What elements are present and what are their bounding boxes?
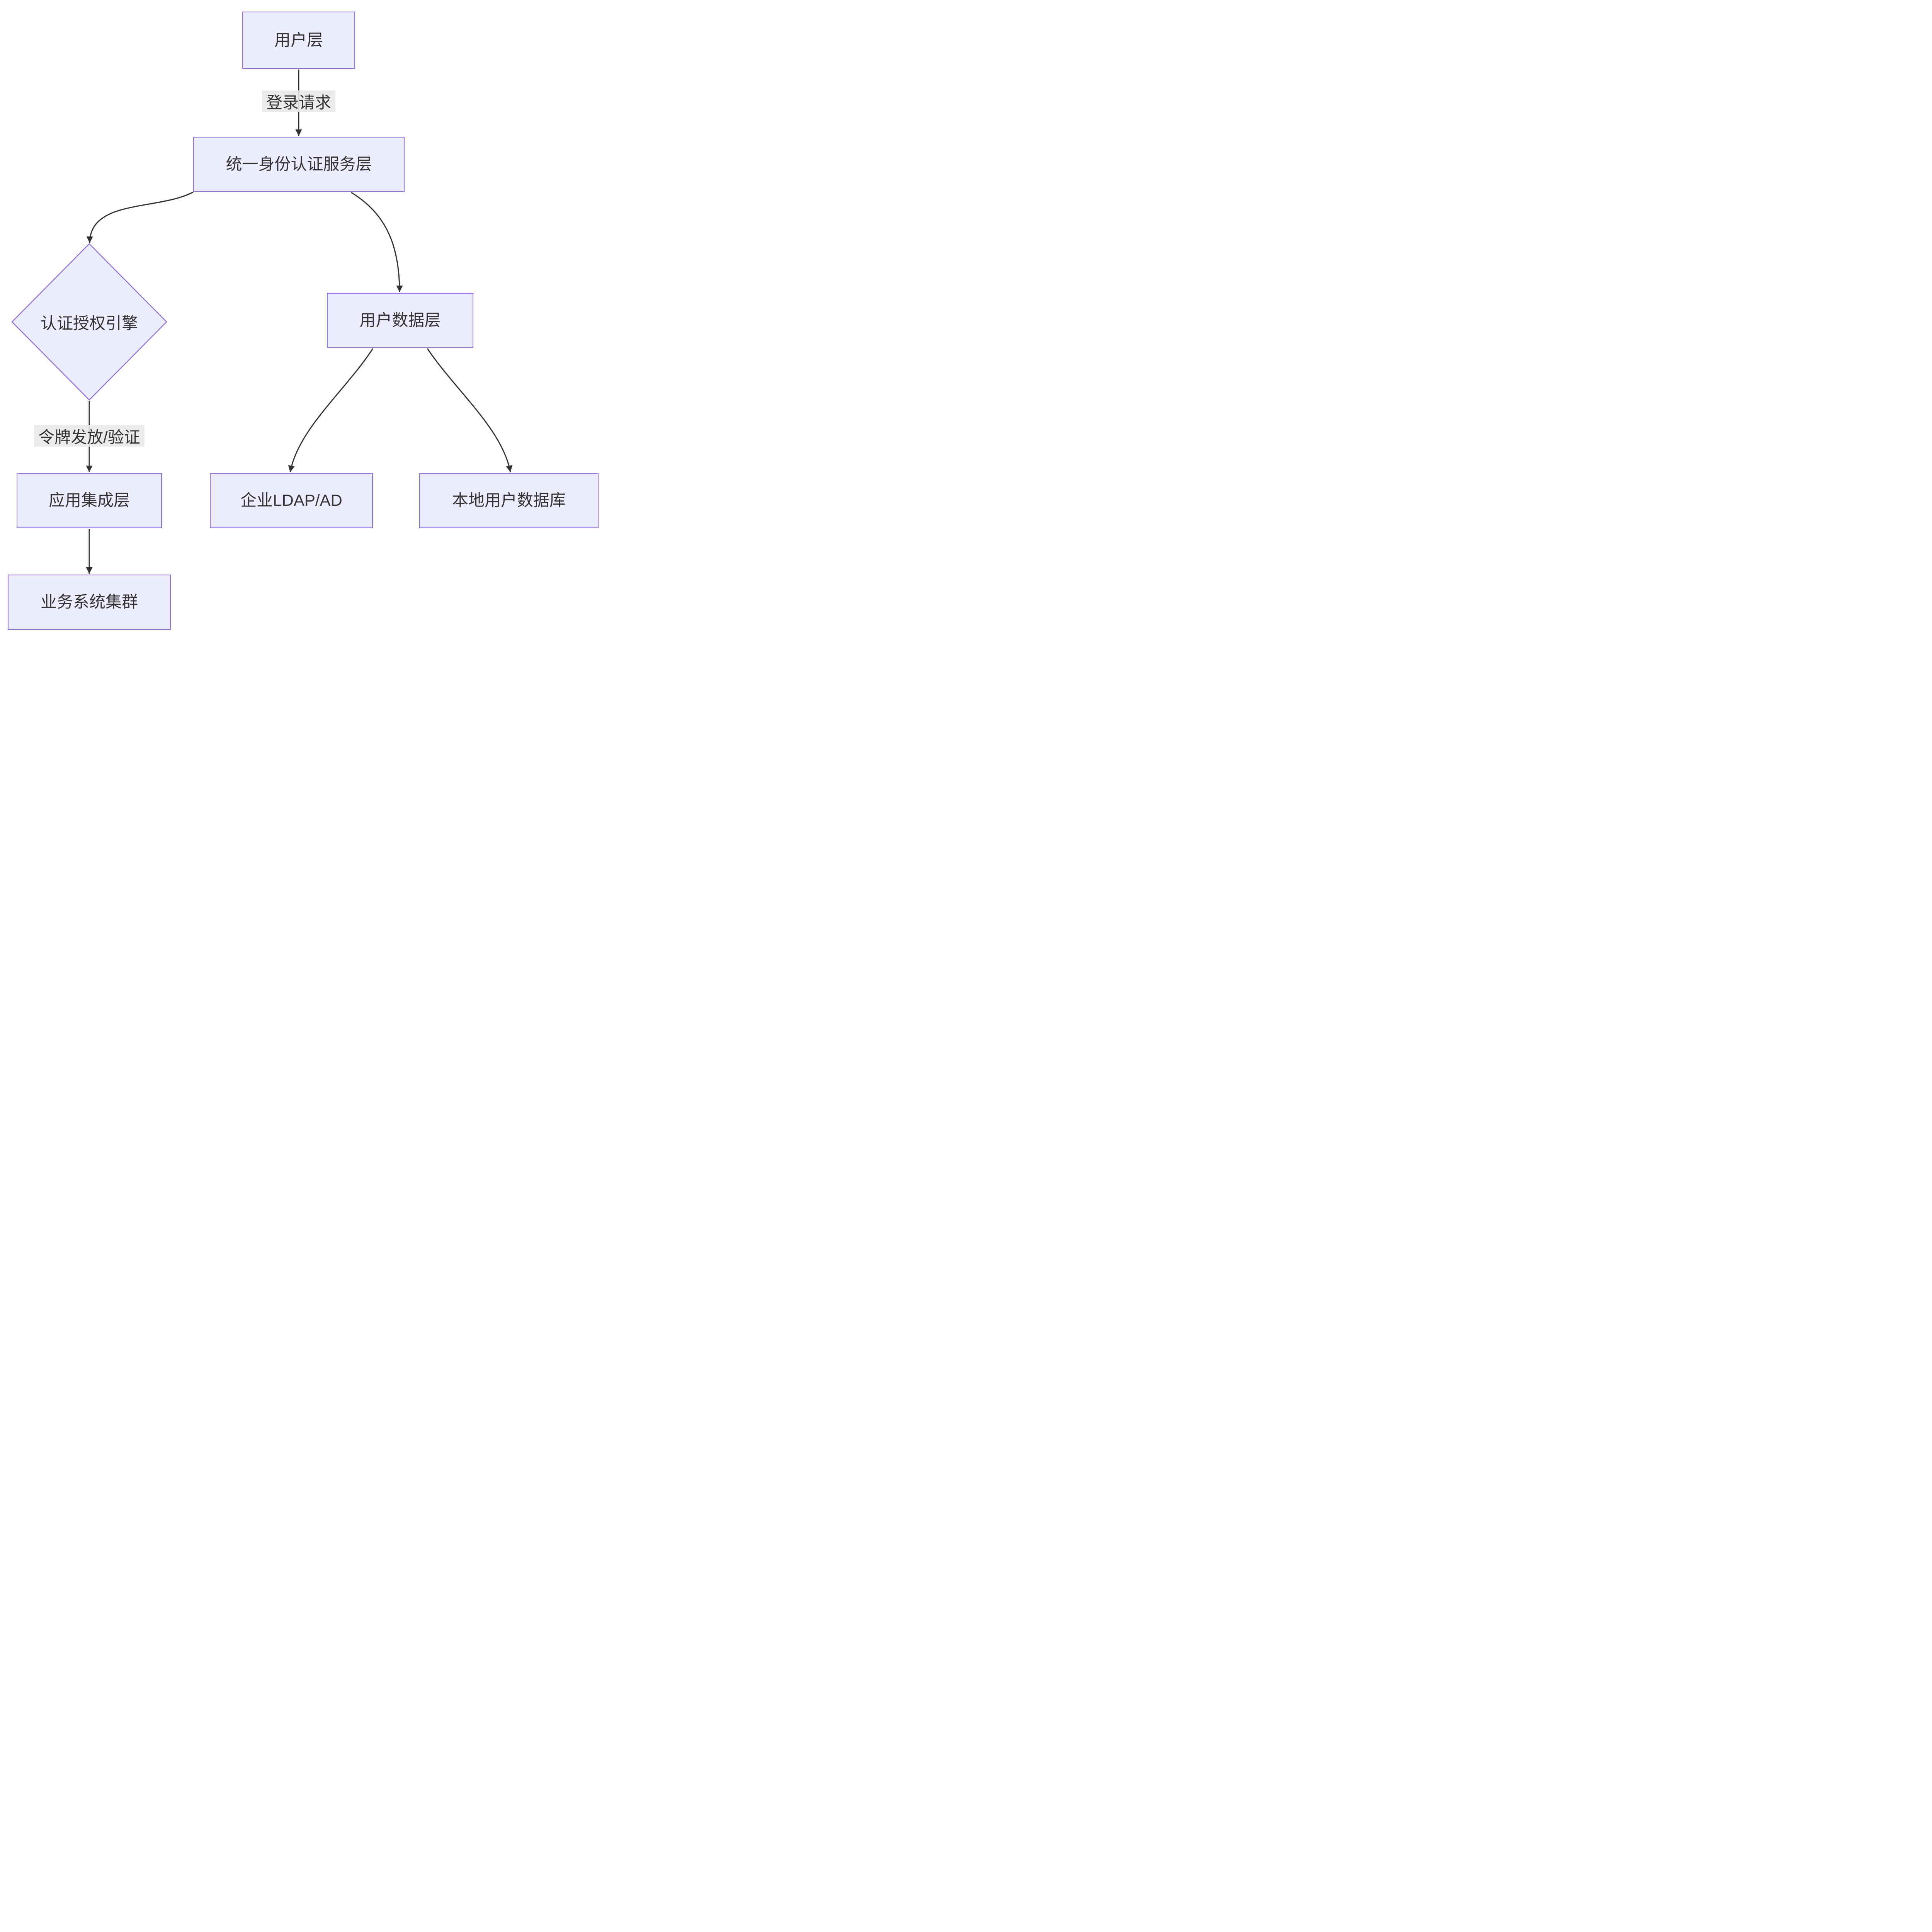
node-app-integration: 应用集成层 [17,473,162,528]
edge-auth-service-to-auth-engine [86,191,194,243]
edge-label-login-request: 登录请求 [262,90,335,112]
edge-user-data-to-local-user-db [427,348,513,473]
edge-label-token-issue-verify: 令牌发放/验证 [34,425,145,447]
auth-engine-diamond [11,243,167,401]
edge-auth-service-to-user-data [351,192,403,293]
flowchart: 用户层 统一身份认证服务层 认证授权引擎 用户数据层 应用集成层 业务系统集群 … [0,0,603,641]
edge-layer [11,70,513,574]
node-business-cluster: 业务系统集群 [8,575,171,630]
node-local-user-db: 本地用户数据库 [419,473,599,528]
edge-user-data-to-enterprise-ldap [288,348,374,473]
node-auth-service: 统一身份认证服务层 [193,137,405,192]
node-auth-engine-label: 认证授权引擎 [40,314,138,332]
node-enterprise-ldap: 企业LDAP/AD [210,473,373,528]
node-user-layer: 用户层 [242,12,355,69]
node-user-data: 用户数据层 [327,293,473,348]
